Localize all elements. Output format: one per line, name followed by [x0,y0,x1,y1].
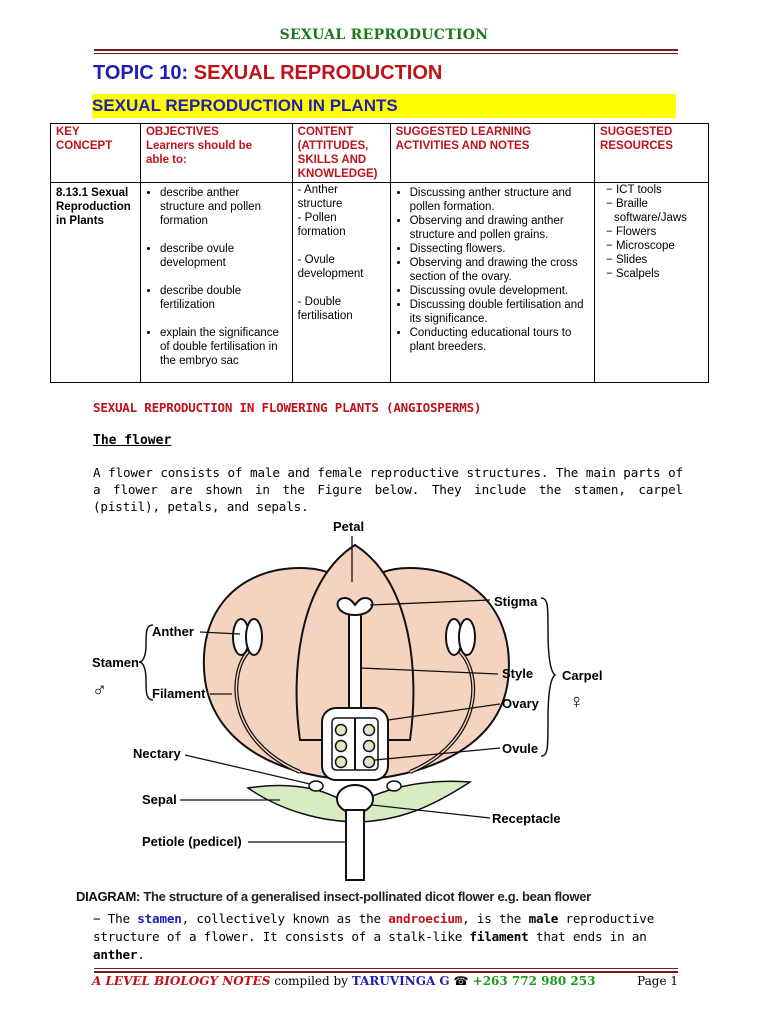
page-number: Page 1 [637,974,678,988]
list-item: − Microscope [606,240,675,252]
label-filament: Filament [152,686,206,701]
term-anther: anther [93,947,138,962]
footer-author: TARUVINGA G [351,974,450,988]
label-style: Style [502,666,533,681]
list-item: describe ovule development [160,242,287,270]
carpel-brace [540,597,557,757]
ovule [362,755,376,769]
stigma-shape [336,596,374,617]
ovule [362,739,376,753]
table-row: 8.13.1 Sexual Reproduction in Plants des… [50,182,709,383]
scheme-table: KEY CONCEPT OBJECTIVES Learners should b… [50,123,709,383]
header-rule [94,49,678,51]
list-item: − Braille software/Jaws [606,198,687,224]
footer-compiled: compiled by [270,974,352,988]
running-header: SEXUAL REPRODUCTION [279,27,489,43]
ovule [334,739,348,753]
label-ovule: Ovule [502,741,538,756]
male-symbol: ♂ [92,679,107,701]
list-item: − ICT tools [606,184,662,196]
list-item: − Flowers [606,226,657,238]
table-header-row: KEY CONCEPT OBJECTIVES Learners should b… [50,123,709,183]
list-item: describe double fertilization [160,284,287,312]
cell-objectives: describe anther structure and pollen for… [139,182,293,383]
term-male: male [528,911,559,926]
stamen-brace [138,624,154,701]
subheading-banner: SEXUAL REPRODUCTION IN PLANTS [92,94,676,118]
cell-activities: Discussing anther structure and pollen f… [389,182,596,383]
section-heading: SEXUAL REPRODUCTION IN FLOWERING PLANTS … [93,400,482,415]
list-item: Dissecting flowers. [410,242,589,256]
header-objectives: OBJECTIVES Learners should be able to: [139,123,293,183]
list-item: Discussing ovule development. [410,284,589,298]
label-sepal: Sepal [142,792,177,807]
filament-left-inner [235,649,301,773]
caption-label: DIAGRAM: [76,889,141,904]
label-petiole: Petiole (pedicel) [142,834,242,849]
label-stigma: Stigma [494,594,538,609]
nectary-left [308,780,324,792]
list-item: - Ovule development [297,254,364,280]
term-stamen: stamen [137,911,182,926]
cell-content: - Anther structure - Pollen formation - … [291,182,391,383]
nectary-right [386,780,402,792]
label-nectary: Nectary [133,746,181,761]
leader-lines [180,536,501,843]
list-item: explain the significance of double ferti… [160,326,287,368]
footer-rule [94,968,678,969]
caption-text: The structure of a generalised insect-po… [140,889,591,904]
style-shape [348,609,362,721]
label-carpel: Carpel [562,668,602,683]
petiole-shape [345,809,365,881]
list-item: Discussing anther structure and pollen f… [410,186,589,214]
anther-left-b [245,618,263,656]
footer-notes: A LEVEL BIOLOGY NOTES [92,974,271,988]
header-resources: SUGGESTED RESOURCES [594,123,709,183]
cell-key-concept: 8.13.1 Sexual Reproduction in Plants [50,182,141,383]
topic-heading: TOPIC 10: SEXUAL REPRODUCTION [93,62,442,85]
list-item: Observing and drawing the cross section … [410,256,589,284]
header-key-concept: KEY CONCEPT [50,123,141,183]
header-activities: SUGGESTED LEARNING ACTIVITIES AND NOTES [389,123,596,183]
header-rule-thin [94,53,678,54]
list-item: − Slides [606,254,648,266]
footer-phone: +263 772 980 253 [468,974,596,988]
diagram-caption: DIAGRAM: The structure of a generalised … [76,889,591,904]
female-symbol: ♀ [569,691,584,713]
list-item: - Pollen formation [297,212,346,238]
term-filament: filament [469,929,529,944]
label-ovary: Ovary [502,696,540,711]
label-anther: Anther [152,624,194,639]
list-item: Discussing double fertilisation and its … [410,298,589,326]
label-receptacle: Receptacle [492,811,561,826]
page-footer: A LEVEL BIOLOGY NOTES compiled by TARUVI… [92,974,678,988]
term-androecium: androecium [388,911,463,926]
ovule [334,723,348,737]
list-item: − Scalpels [606,268,660,280]
topic-number: TOPIC 10: [93,62,189,84]
sepal-shape [246,780,473,823]
cell-resources: − ICT tools − Braille software/Jaws − Fl… [594,182,709,383]
label-stamen: Stamen [92,655,139,670]
label-petal: Petal [333,519,364,534]
list-item: - Double fertilisation [297,296,353,322]
ovule [362,723,376,737]
filament-right-inner [409,649,474,773]
ovule [334,755,348,769]
receptacle-shape [336,784,374,814]
phone-icon: ☎ [453,974,469,988]
intro-paragraph: A flower consists of male and female rep… [93,465,683,514]
footer-rule-thick [94,971,678,973]
flower-heading: The flower [93,433,172,448]
flower-diagram: Petal Stigma Anther Stamen ♂ Filament St… [92,519,602,881]
header-content: CONTENT (ATTITUDES, SKILLS AND KNOWLEDGE… [291,123,391,183]
topic-title: SEXUAL REPRODUCTION [193,62,443,84]
list-item: Observing and drawing anther structure a… [410,214,589,242]
stamen-paragraph: − The stamen, collectively known as the … [93,911,655,962]
anther-right-b [458,618,476,656]
list-item: Conducting educational tours to plant br… [410,326,589,354]
list-item: describe anther structure and pollen for… [160,186,287,228]
list-item: - Anther structure [297,184,343,210]
